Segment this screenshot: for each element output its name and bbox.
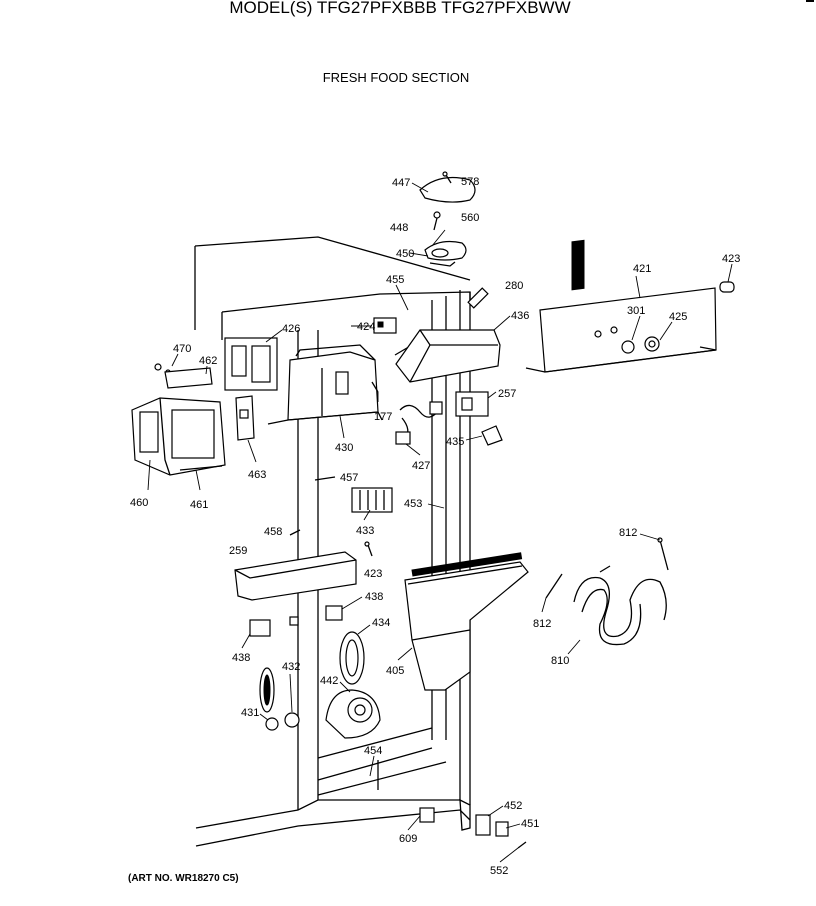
- part-452-bracket: [475, 814, 491, 836]
- label-430: 430: [335, 442, 353, 454]
- part-451-clip: [495, 821, 509, 837]
- part-812-wire: [657, 537, 669, 571]
- label-462: 462: [199, 355, 217, 367]
- label-812-right: 812: [619, 527, 637, 539]
- label-432: 432: [282, 661, 300, 673]
- label-461: 461: [190, 499, 208, 511]
- part-435-clip: [481, 425, 503, 446]
- part-257-relay: [455, 391, 489, 417]
- part-463-bracket: [235, 395, 255, 441]
- label-578: 578: [461, 176, 479, 188]
- label-438-left: 438: [232, 652, 250, 664]
- label-609: 609: [399, 833, 417, 845]
- label-454: 454: [364, 745, 382, 757]
- label-434: 434: [372, 617, 390, 629]
- part-423-knob: [719, 281, 735, 293]
- label-259: 259: [229, 545, 247, 557]
- label-812-left: 812: [533, 618, 551, 630]
- label-451: 451: [521, 818, 539, 830]
- part-442-fan-motor: [325, 689, 381, 739]
- label-455: 455: [386, 274, 404, 286]
- label-421: 421: [633, 263, 651, 275]
- label-435: 435: [446, 436, 464, 448]
- part-177-screw: [371, 381, 379, 393]
- part-438-connector-b: [249, 616, 299, 637]
- label-452: 452: [504, 800, 522, 812]
- label-177: 177: [374, 411, 392, 423]
- part-426-bracket: [224, 337, 278, 391]
- part-462-gasket: [164, 367, 213, 389]
- label-436: 436: [511, 310, 529, 322]
- section-title: FRESH FOOD SECTION: [322, 70, 470, 85]
- label-423-top: 423: [722, 253, 740, 265]
- part-448-cover: [424, 240, 467, 261]
- label-810: 810: [551, 655, 569, 667]
- art-number: (ART NO. WR18270 C5): [128, 873, 239, 884]
- label-438-right: 438: [365, 591, 383, 603]
- part-number-labels: 447 578 560 448 450 455 280 421 423 424 …: [130, 176, 740, 877]
- label-460: 460: [130, 497, 148, 509]
- part-460-461-damper-housing: [131, 397, 226, 476]
- part-430-air-duct: [267, 344, 383, 425]
- corner-mark: [806, 0, 814, 2]
- label-458: 458: [264, 526, 282, 538]
- label-453: 453: [404, 498, 422, 510]
- label-560: 560: [461, 212, 479, 224]
- part-424-sensor: [373, 317, 397, 334]
- part-436-housing: [395, 329, 501, 383]
- part-434-gasket: [339, 631, 365, 685]
- part-421-control-panel: [525, 239, 717, 373]
- label-426: 426: [282, 323, 300, 335]
- part-578-screw: [442, 171, 452, 184]
- label-442: 442: [320, 675, 338, 687]
- label-425: 425: [669, 311, 687, 323]
- label-433: 433: [356, 525, 374, 537]
- label-427: 427: [412, 460, 430, 472]
- label-301: 301: [627, 305, 645, 317]
- part-812-wire-b: [545, 573, 563, 599]
- label-424: 424: [357, 321, 375, 333]
- part-450-clip: [429, 261, 456, 267]
- part-280-tube: [467, 287, 489, 309]
- label-463: 463: [248, 469, 266, 481]
- label-448: 448: [390, 222, 408, 234]
- label-447: 447: [392, 177, 410, 189]
- part-259-cover: [234, 551, 357, 601]
- label-257: 257: [498, 388, 516, 400]
- label-280: 280: [505, 280, 523, 292]
- label-423-mid: 423: [364, 568, 382, 580]
- leader-lines: [147, 182, 733, 863]
- part-432-grommet: [259, 667, 275, 713]
- label-457: 457: [340, 472, 358, 484]
- part-560-screw: [433, 211, 441, 231]
- part-405-evaporator-cover: [404, 552, 529, 691]
- model-title: MODEL(S) TFG27PFXBBB TFG27PFXBWW: [229, 0, 571, 17]
- part-431-spacer: [265, 712, 300, 731]
- part-447-cover: [419, 177, 476, 203]
- part-427-wire-harness: [395, 401, 443, 445]
- part-433-fan: [351, 487, 393, 513]
- part-552-screw: [517, 841, 527, 849]
- part-425-knob: [644, 336, 660, 352]
- part-423-screw: [364, 541, 373, 557]
- label-450: 450: [396, 248, 414, 260]
- part-810-heater: [573, 565, 667, 646]
- label-405: 405: [386, 665, 404, 677]
- part-438-connector: [325, 605, 343, 621]
- label-470: 470: [173, 343, 191, 355]
- label-431: 431: [241, 707, 259, 719]
- part-609-cap: [419, 807, 435, 823]
- part-301-knob: [621, 340, 635, 354]
- label-552: 552: [490, 865, 508, 877]
- cabinet-frame: [194, 236, 471, 847]
